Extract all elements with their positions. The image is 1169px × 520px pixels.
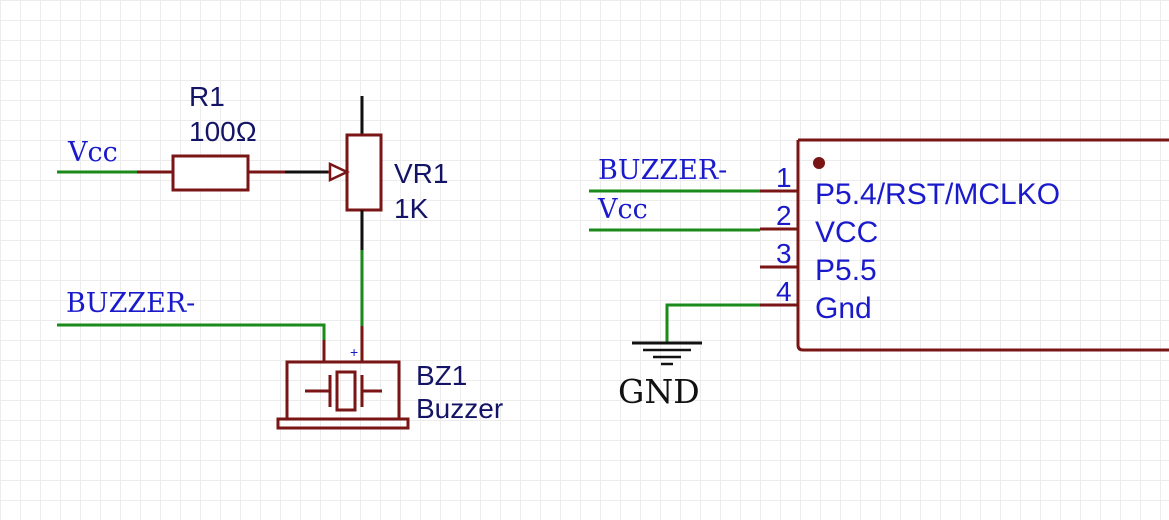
vr1-value: 1K (394, 193, 429, 224)
connector-pin2-name: VCC (815, 216, 878, 249)
connector-body[interactable] (796, 138, 1169, 352)
connector-pin2-number: 2 (776, 200, 792, 231)
connector-pin4-number: 4 (776, 276, 792, 307)
buzzer-bz1[interactable]: + (276, 326, 410, 430)
r1-designator: R1 (189, 81, 225, 112)
connector-pin1-name: P5.4/RST/MCLKO (815, 178, 1060, 211)
vr1-designator: VR1 (394, 158, 448, 189)
r1-value: 100Ω (189, 116, 257, 147)
vr1-wiper-arrow-icon (328, 162, 350, 182)
gnd-wire[interactable] (665, 303, 760, 343)
buzzer-net-label-left: BUZZER- (66, 288, 195, 319)
pin1-indicator-dot (813, 157, 825, 169)
buzzer-net-label-right: BUZZER- (598, 155, 727, 186)
vr1-body (345, 133, 383, 212)
connector-pin3-number: 3 (776, 238, 792, 269)
buzzer-wire-left[interactable] (57, 323, 326, 340)
bz1-base (276, 417, 410, 430)
r1-body (171, 154, 250, 192)
connector-pin4-name: Gnd (815, 292, 872, 325)
gnd-net-label: GND (618, 372, 700, 411)
bz1-designator: BZ1 (416, 360, 467, 391)
potentiometer-vr1[interactable] (328, 96, 383, 250)
resistor-r1[interactable] (137, 154, 285, 192)
vcc-net-label-left: Vcc (67, 137, 118, 168)
vcc-net-label-right: Vcc (597, 194, 648, 225)
connector-pin3-name: P5.5 (815, 254, 877, 287)
bz1-crystal (335, 370, 357, 412)
ground-symbol-icon[interactable] (632, 341, 702, 366)
bz1-value: Buzzer (416, 393, 503, 424)
connector-pin1-number: 1 (776, 162, 792, 193)
bz1-polarity-mark: + (350, 344, 358, 360)
